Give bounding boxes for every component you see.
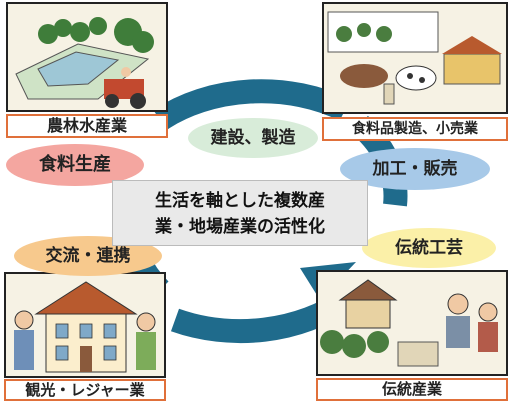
caption-food-manufacturing: 食料品製造、小売業 — [322, 117, 508, 141]
center-line-2: 業・地場産業の活性化 — [155, 217, 325, 237]
center-message-box: 生活を軸とした複数産 業・地場産業の活性化 — [112, 180, 368, 246]
oval-traditional-crafts: 伝統工芸 — [362, 228, 496, 268]
oval-construction: 建設、製造 — [188, 118, 318, 158]
traditional-industry-illustration — [316, 270, 508, 376]
caption-traditional-industry: 伝統産業 — [316, 378, 508, 401]
caption-tourism: 観光・レジャー業 — [4, 379, 166, 401]
oval-food-production: 食料生産 — [6, 144, 144, 186]
food-manufacturing-illustration — [322, 2, 508, 114]
ring-arc-top — [153, 79, 351, 131]
center-line-1: 生活を軸とした複数産 — [155, 191, 325, 211]
caption-agriculture: 農林水産業 — [6, 114, 168, 138]
tourism-illustration — [4, 272, 166, 378]
agriculture-illustration — [6, 2, 168, 112]
